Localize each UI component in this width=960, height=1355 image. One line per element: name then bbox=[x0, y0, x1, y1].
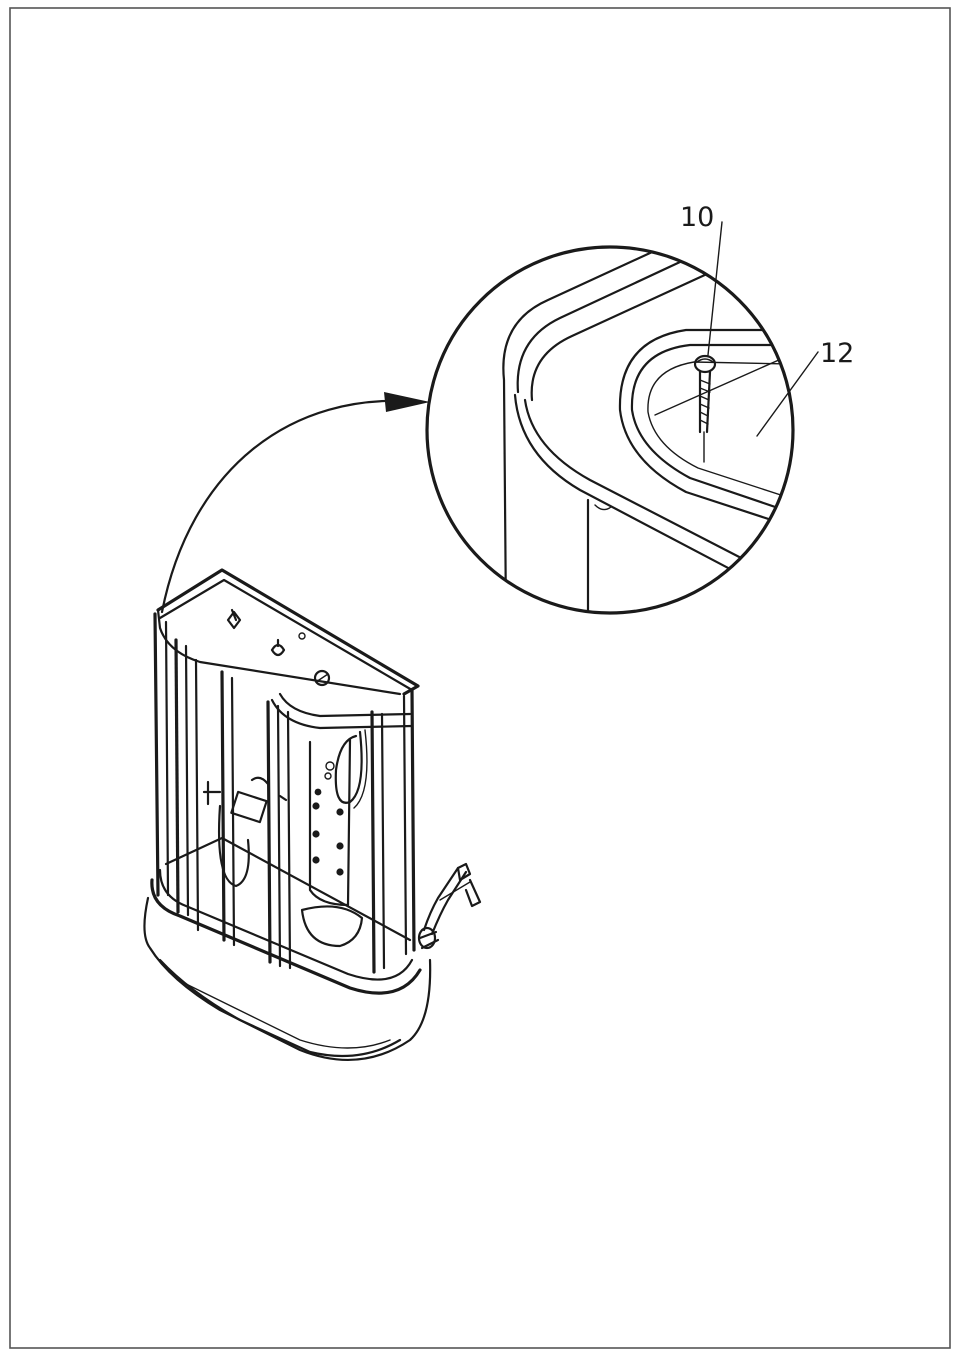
callout-leader-12 bbox=[756, 351, 819, 437]
callout-label-12: 12 bbox=[820, 338, 854, 369]
page-frame bbox=[9, 7, 951, 1349]
mixer-controls bbox=[202, 776, 288, 888]
shower-cabin bbox=[143, 568, 482, 1061]
external-hand-shower bbox=[417, 862, 482, 950]
detail-circle bbox=[425, 245, 795, 615]
detail-view: 10 12 bbox=[425, 202, 854, 615]
cabin-posts bbox=[153, 612, 416, 974]
detail-contents bbox=[502, 247, 792, 613]
detail-leader-arrow bbox=[160, 392, 430, 614]
callout-leader-10 bbox=[707, 221, 723, 356]
shower-tray bbox=[143, 836, 432, 1061]
roof-fixtures bbox=[226, 608, 331, 687]
callout-label-10: 10 bbox=[680, 202, 714, 233]
jet-panel bbox=[308, 729, 368, 907]
foot-basin bbox=[300, 905, 364, 948]
screw-10 bbox=[693, 354, 717, 463]
